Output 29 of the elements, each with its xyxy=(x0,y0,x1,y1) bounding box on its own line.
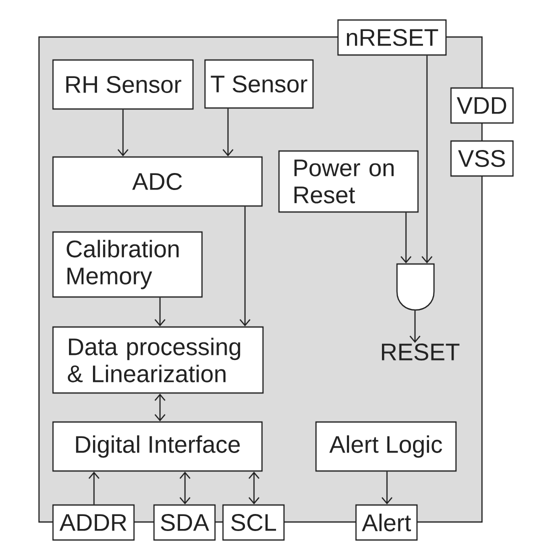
block-box: Alert Logic xyxy=(315,421,457,472)
arrow xyxy=(400,212,412,264)
arrow xyxy=(118,110,128,156)
arrow xyxy=(154,394,166,422)
arrow xyxy=(382,472,392,504)
block-box: Digital Interface xyxy=(52,421,263,472)
arrow xyxy=(222,108,234,156)
arrow xyxy=(88,472,100,504)
pin-box: SDA xyxy=(153,504,216,541)
block-box: RH Sensor xyxy=(52,59,194,110)
block-box: T Sensor xyxy=(204,59,314,109)
arrow xyxy=(422,56,432,264)
block-box: Data processing & Linearization xyxy=(52,326,264,394)
arrow xyxy=(410,310,420,343)
pin-box: SCL xyxy=(222,504,285,541)
arrow xyxy=(240,206,250,326)
block-box: Calibration Memory xyxy=(52,231,203,298)
arrow xyxy=(154,298,166,326)
pin-box: VDD xyxy=(450,87,514,124)
signal-label: RESET xyxy=(382,344,460,360)
pin-box: ADDR xyxy=(52,504,135,541)
pin-box: nRESET xyxy=(337,19,447,56)
and-gate-symbol xyxy=(396,263,435,311)
block-box: Power on Reset xyxy=(278,150,419,213)
arrow xyxy=(180,472,190,504)
pin-box: Alert xyxy=(355,504,418,541)
arrow xyxy=(248,472,260,504)
block-box: ADC xyxy=(52,156,263,207)
pin-box: VSS xyxy=(450,140,514,177)
